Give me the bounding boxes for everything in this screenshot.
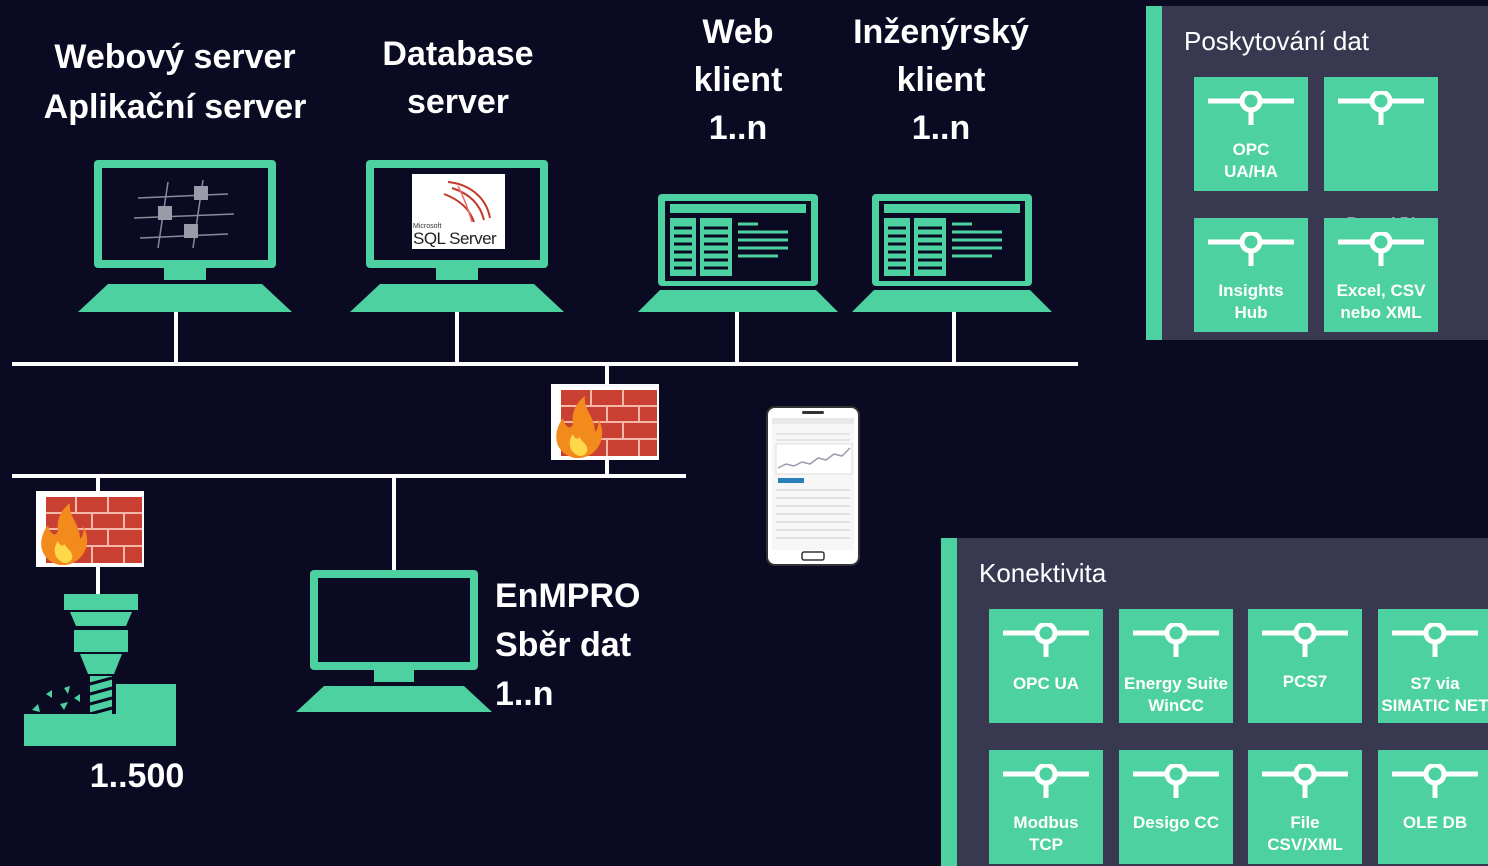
link-db-server xyxy=(455,312,459,364)
conn-tile-s7-simatic-net: S7 via SIMATIC NET xyxy=(1378,609,1488,723)
connectivity-accent-bar xyxy=(941,538,957,866)
eng-client-laptop-icon xyxy=(852,192,1052,316)
conn-tile-desigo-cc: Desigo CC xyxy=(1119,750,1233,864)
connector-icon xyxy=(1338,91,1424,125)
connector-icon xyxy=(1392,623,1478,657)
connectivity-title: Konektivita xyxy=(979,558,1107,588)
connector-icon xyxy=(1262,764,1348,798)
db-server-label: Database server xyxy=(382,35,534,121)
conn-tile-label: Desigo CC xyxy=(1133,813,1219,832)
web-server-computer-icon xyxy=(78,158,292,316)
data-tile-label: Insights Hub xyxy=(1218,281,1284,322)
link-enmpro xyxy=(392,474,396,574)
machines-count-label: 1..500 xyxy=(89,757,185,795)
connectivity-panel: Konektivita OPC UA Energy Suite WinCC PC… xyxy=(941,538,1488,866)
sql-vendor-text: Microsoft xyxy=(413,223,442,230)
data-tile-label: OPC UA/HA xyxy=(1224,140,1278,181)
connector-icon xyxy=(1262,623,1348,657)
data-provision-panel: Poskytování dat OPC UA/HA Rest API Insig… xyxy=(1146,6,1488,340)
sql-product-text: SQL Server xyxy=(413,229,497,248)
connector-icon xyxy=(1208,232,1294,266)
data-tile-insights-hub: Insights Hub xyxy=(1194,218,1308,332)
web-client-label: Web klient 1..n xyxy=(693,13,783,147)
sql-server-logo: Microsoft SQL Server xyxy=(412,174,505,249)
conn-tile-pcs7: PCS7 xyxy=(1248,609,1362,723)
upper-network-line xyxy=(12,362,1078,366)
web-app-server-label: Webový server Aplikační server xyxy=(43,38,307,126)
conn-tile-label: S7 via SIMATIC NET xyxy=(1381,674,1488,715)
connector-icon xyxy=(1003,764,1089,798)
smartphone-icon xyxy=(766,406,860,566)
connector-icon xyxy=(1338,232,1424,266)
data-provision-accent-bar xyxy=(1146,6,1162,340)
conn-tile-label: File CSV/XML xyxy=(1267,813,1343,854)
eng-client-label: Inženýrský klient 1..n xyxy=(853,13,1029,147)
link-eng-client xyxy=(952,312,956,364)
link-web-client xyxy=(735,312,739,364)
conn-tile-file-csv-xml: File CSV/XML xyxy=(1248,750,1362,864)
enmpro-computer-icon xyxy=(296,568,492,716)
firewall-icon-lower xyxy=(36,491,144,567)
data-tile-excel-csv-xml: Excel, CSV nebo XML xyxy=(1324,218,1438,332)
conn-tile-label: Energy Suite WinCC xyxy=(1124,674,1228,715)
connector-icon xyxy=(1003,623,1089,657)
machine-spindle-icon xyxy=(24,594,180,748)
data-provision-title: Poskytování dat xyxy=(1184,26,1369,56)
firewall-icon-upper xyxy=(551,384,659,460)
conn-tile-opc-ua: OPC UA xyxy=(989,609,1103,723)
enmpro-label: EnMPRO Sběr dat 1..n xyxy=(495,577,641,713)
conn-tile-ole-db: OLE DB xyxy=(1378,750,1488,864)
conn-tile-label: OLE DB xyxy=(1402,813,1468,832)
connector-icon xyxy=(1208,91,1294,125)
conn-tile-label: Modbus TCP xyxy=(1013,813,1079,854)
link-web-server xyxy=(174,312,178,364)
data-tile-opc-ua-ha: OPC UA/HA xyxy=(1194,77,1308,191)
conn-tile-label: OPC UA xyxy=(1012,674,1080,693)
conn-tile-modbus-tcp: Modbus TCP xyxy=(989,750,1103,864)
connector-icon xyxy=(1133,764,1219,798)
conn-tile-label: PCS7 xyxy=(1282,672,1328,691)
conn-tile-energy-suite-wincc: Energy Suite WinCC xyxy=(1119,609,1233,723)
web-client-laptop-icon xyxy=(638,192,838,316)
data-tile-rest-api: Rest API xyxy=(1324,77,1438,233)
lower-network-line xyxy=(12,474,686,478)
data-tile-label: Excel, CSV nebo XML xyxy=(1336,281,1426,322)
connector-icon xyxy=(1133,623,1219,657)
connector-icon xyxy=(1392,764,1478,798)
